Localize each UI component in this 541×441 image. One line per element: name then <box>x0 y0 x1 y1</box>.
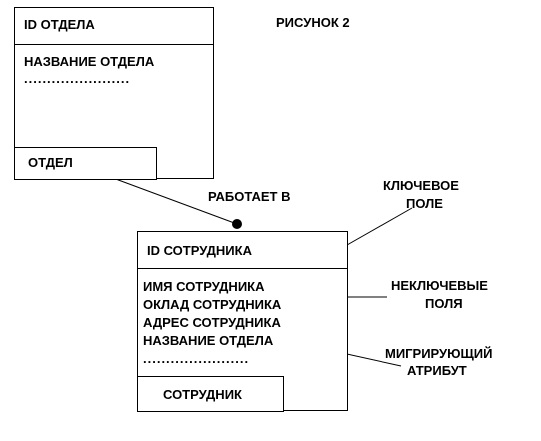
department-field: НАЗВАНИЕ ОТДЕЛА <box>24 54 155 69</box>
employee-field-name: ИМЯ СОТРУДНИКА <box>143 279 265 294</box>
department-key-field: ID ОТДЕЛА <box>24 17 95 32</box>
non-key-annotation-line1: НЕКЛЮЧЕВЫЕ <box>391 278 488 293</box>
employee-entity-name-box: СОТРУДНИК <box>137 376 284 412</box>
employee-entity-name: СОТРУДНИК <box>163 387 242 402</box>
department-key-row: ID ОТДЕЛА <box>15 8 213 45</box>
department-entity-name-box: ОТДЕЛ <box>14 147 157 180</box>
relationship-dot <box>232 219 242 229</box>
relationship-label: РАБОТАЕТ В <box>208 189 291 204</box>
department-entity: ID ОТДЕЛА НАЗВАНИЕ ОТДЕЛА ..............… <box>14 7 214 180</box>
migrating-annotation-line2: АТРИБУТ <box>407 363 467 378</box>
employee-entity: ID СОТРУДНИКА ИМЯ СОТРУДНИКА ОКЛАД СОТРУ… <box>137 231 348 412</box>
employee-key-field: ID СОТРУДНИКА <box>147 243 252 258</box>
department-ellipsis: ....................... <box>24 71 131 86</box>
key-field-annotation-line1: КЛЮЧЕВОЕ <box>383 178 459 193</box>
figure-caption: РИСУНОК 2 <box>276 15 350 30</box>
migrating-annotation-line1: МИГРИРУЮЩИЙ <box>385 346 493 361</box>
department-entity-name: ОТДЕЛ <box>28 155 73 170</box>
key-field-pointer <box>339 207 413 250</box>
employee-ellipsis: ....................... <box>143 351 250 366</box>
non-key-annotation-line2: ПОЛЯ <box>425 296 463 311</box>
key-field-annotation-line2: ПОЛЕ <box>406 196 443 211</box>
employee-field-salary: ОКЛАД СОТРУДНИКА <box>143 297 282 312</box>
employee-field-address: АДРЕС СОТРУДНИКА <box>143 315 281 330</box>
employee-field-department-name: НАЗВАНИЕ ОТДЕЛА <box>143 333 274 348</box>
relationship-line <box>112 177 238 225</box>
employee-key-row: ID СОТРУДНИКА <box>138 232 347 269</box>
